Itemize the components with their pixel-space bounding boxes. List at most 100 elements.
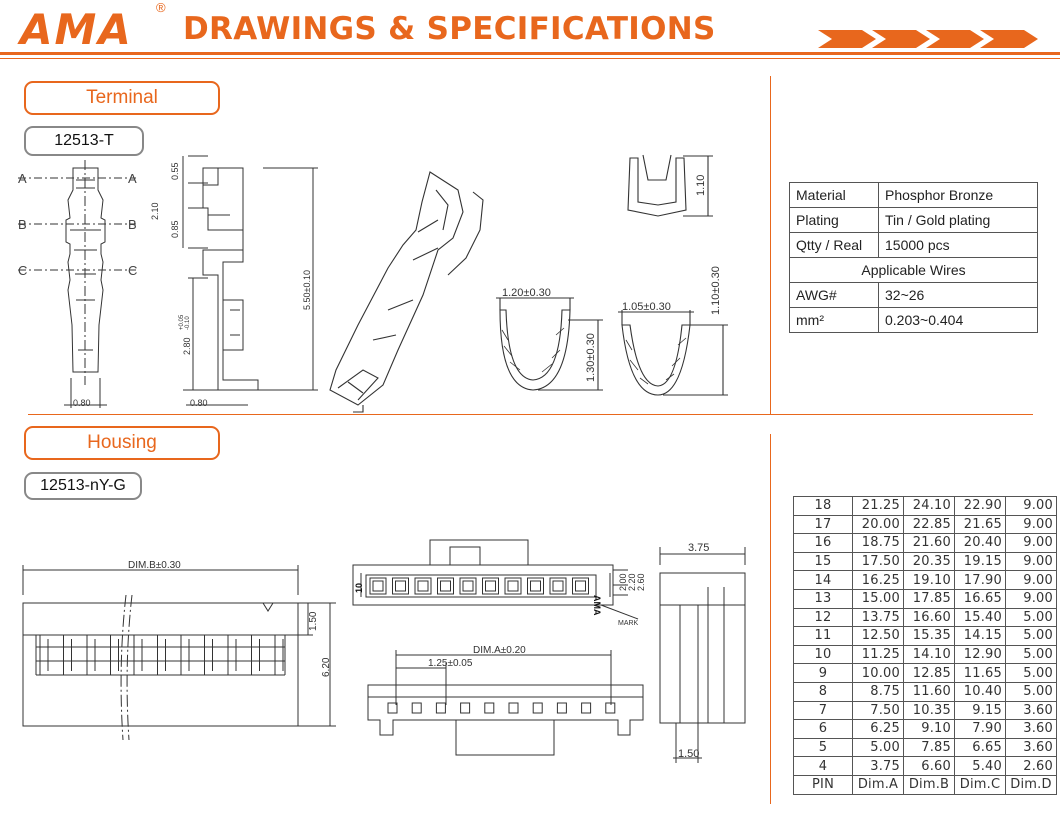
terminal-top-view: [18, 160, 136, 408]
housing-slot-inner: [372, 580, 384, 592]
housing-slot-inner: [575, 580, 586, 592]
dim-value-cell: 12.90: [954, 644, 1006, 665]
housing-slot: [437, 577, 454, 595]
dim-2-20: 2.20: [627, 573, 637, 591]
housing-section-text: Housing: [87, 432, 157, 453]
housing-top-view: [352, 539, 639, 620]
dim-value-cell: 7.85: [903, 737, 955, 758]
housing-front-contact: [86, 635, 96, 675]
dim-header-cell: Dim.C: [954, 774, 1006, 795]
dim-header-cell: Dim.A: [852, 774, 904, 795]
dim-1-50-front: 1.50: [308, 611, 319, 631]
dim-value-cell: 15.40: [954, 607, 1006, 628]
dim-1-20: 1.20±0.30: [502, 287, 551, 299]
housing-divider: [770, 434, 771, 804]
dim-header-cell: Dim.B: [903, 774, 955, 795]
housing-front-contact: [133, 635, 143, 675]
pin-count-cell: 11: [793, 626, 853, 646]
dim-header-cell: Dim.D: [1005, 774, 1057, 795]
housing-slot-inner: [417, 580, 429, 592]
housing-bottom-slots: [387, 702, 616, 714]
pin-count-cell: 12: [793, 607, 853, 628]
housing-section-label: Housing: [24, 426, 220, 460]
dim-5-50: 5.50±0.10: [302, 270, 312, 310]
dim-value-cell: 19.15: [954, 551, 1006, 572]
pin-count-cell: 17: [793, 514, 853, 535]
housing-front-contact: [274, 635, 284, 675]
dim-value-cell: 22.85: [903, 514, 955, 535]
dim-value-cell: 6.25: [852, 719, 904, 739]
housing-slot: [414, 577, 432, 595]
dim-value-cell: 2.60: [1005, 756, 1057, 776]
housing-front-contact: [204, 635, 213, 675]
dim-value-cell: 7.90: [954, 719, 1006, 739]
dim-value-cell: 21.60: [903, 533, 955, 553]
dim-value-cell: 3.60: [1005, 700, 1057, 721]
dim-a: DIM.A±0.20: [473, 645, 526, 656]
dim-b: DIM.B±0.30: [128, 560, 181, 571]
mark-label: MARK: [618, 620, 639, 627]
terminal-part-text: 12513-T: [54, 132, 114, 149]
pin-count-cell: 6: [793, 719, 853, 739]
terminal-side-view: [182, 155, 318, 406]
dim-0-80-side: 0.80: [190, 398, 208, 408]
dim-0-85: 0.85: [170, 220, 180, 238]
dim-value-cell: 10.00: [852, 663, 904, 683]
dim-value-cell: 13.75: [852, 607, 904, 628]
dim-value-cell: 20.35: [903, 551, 955, 572]
header-rule-thin: [0, 58, 1060, 59]
dim-value-cell: 9.00: [1005, 514, 1057, 535]
section-mark-c-right: C: [128, 263, 137, 278]
section-divider: [28, 414, 1033, 415]
housing-front-contact: [39, 635, 49, 675]
dim-value-cell: 19.10: [903, 570, 955, 590]
spec-row: AWG# 32~26: [789, 282, 1038, 308]
dim-2-80-plus: +0.05: [179, 314, 185, 330]
dim-value-cell: 12.50: [852, 626, 904, 646]
housing-bottom-view: [367, 650, 644, 756]
dim-value-cell: 3.75: [852, 756, 904, 776]
dim-value-cell: 24.10: [903, 496, 955, 516]
terminal-drawing: A A B B C C 0.80 0.55 2.10 0.85 5.50±0.1…: [18, 154, 728, 413]
section-mark-b-right: B: [128, 217, 137, 232]
housing-front-contact: [180, 635, 190, 675]
dim-value-cell: 20.00: [852, 514, 904, 535]
dim-value-cell: 17.85: [903, 588, 955, 609]
section-mark-c-left: C: [18, 263, 27, 278]
spec-row: Plating Tin / Gold plating: [789, 207, 1038, 233]
housing-front-contact: [63, 635, 72, 675]
housing-slot-inner: [440, 580, 451, 592]
housing-slot: [527, 577, 544, 595]
housing-bottom-slot: [387, 702, 398, 714]
housing-front-contact: [110, 635, 119, 675]
spec-value: 0.203~0.404: [878, 307, 1038, 333]
housing-bottom-slot: [411, 702, 422, 714]
dim-2-10: 2.10: [150, 202, 160, 220]
terminal-section-text: Terminal: [86, 87, 158, 108]
housing-slot-inner: [530, 580, 541, 592]
housing-bottom-slot: [508, 702, 519, 714]
housing-bottom-slot: [581, 702, 592, 714]
spec-value: 32~26: [878, 282, 1038, 308]
housing-top-view-slots: [369, 577, 589, 595]
housing-bottom-slot: [605, 702, 616, 714]
dim-value-cell: 3.60: [1005, 719, 1057, 739]
spec-row: Material Phosphor Bronze: [789, 182, 1038, 208]
registered-mark: ®: [156, 0, 166, 15]
dim-value-cell: 6.65: [954, 737, 1006, 758]
spec-label: Material: [789, 182, 879, 208]
pin-count-cell: 13: [793, 588, 853, 609]
pin-count-cell: 4: [793, 756, 853, 776]
housing-bottom-slot: [435, 702, 446, 714]
housing-slot: [459, 577, 477, 595]
applicable-wires-header: Applicable Wires: [789, 257, 1038, 283]
